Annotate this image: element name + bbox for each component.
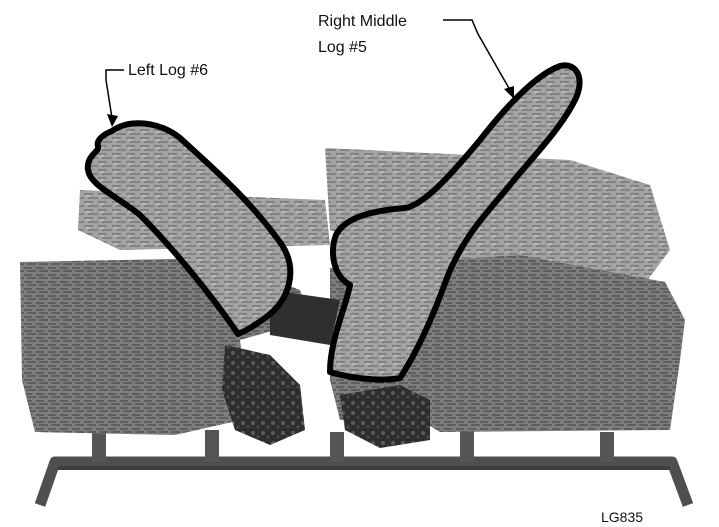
fireplace-grate — [40, 430, 688, 505]
right-middle-log-callout-line1: Right Middle — [318, 12, 407, 31]
figure-code: LG835 — [601, 508, 643, 527]
left-log-callout: Left Log #6 — [128, 61, 208, 80]
right-middle-log-callout-line2: Log #5 — [318, 38, 367, 57]
